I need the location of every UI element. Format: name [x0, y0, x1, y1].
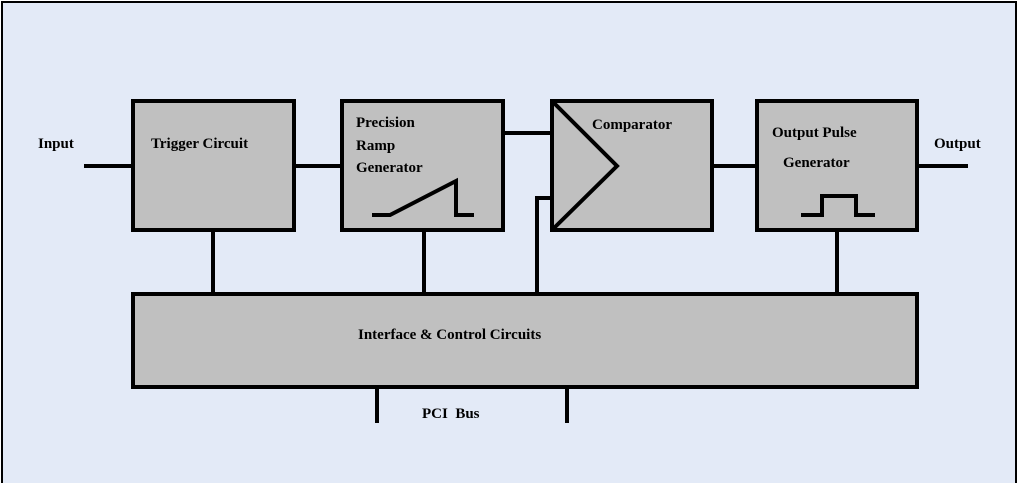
- comparator-label: Comparator: [592, 117, 672, 133]
- trigger-circuit-label: Trigger Circuit: [151, 136, 248, 152]
- comparator-interface-link: [535, 196, 552, 294]
- ramp-label-line-1: Precision: [356, 115, 416, 131]
- ramp-label-line-3: Generator: [356, 160, 423, 176]
- interface-control-block: [131, 292, 919, 389]
- output-pulse-generator-block: [755, 99, 919, 232]
- pulse-label-line-1: Output Pulse: [772, 125, 857, 141]
- pulse-waveform-icon: [801, 194, 875, 217]
- comparator-triangle-icon: [550, 99, 620, 232]
- trigger-circuit-block: [131, 99, 296, 232]
- pulse-label-line-2: Generator: [783, 155, 850, 171]
- interface-control-label: Interface & Control Circuits: [358, 327, 541, 343]
- ramp-generator-block: [340, 99, 505, 232]
- ramp-label-line-2: Ramp: [356, 138, 395, 154]
- pci-bus-label: PCI Bus: [422, 406, 480, 422]
- output-label: Output: [934, 136, 981, 152]
- comparator-block: [550, 99, 714, 232]
- input-label: Input: [38, 136, 74, 152]
- ramp-waveform-icon: [372, 177, 474, 217]
